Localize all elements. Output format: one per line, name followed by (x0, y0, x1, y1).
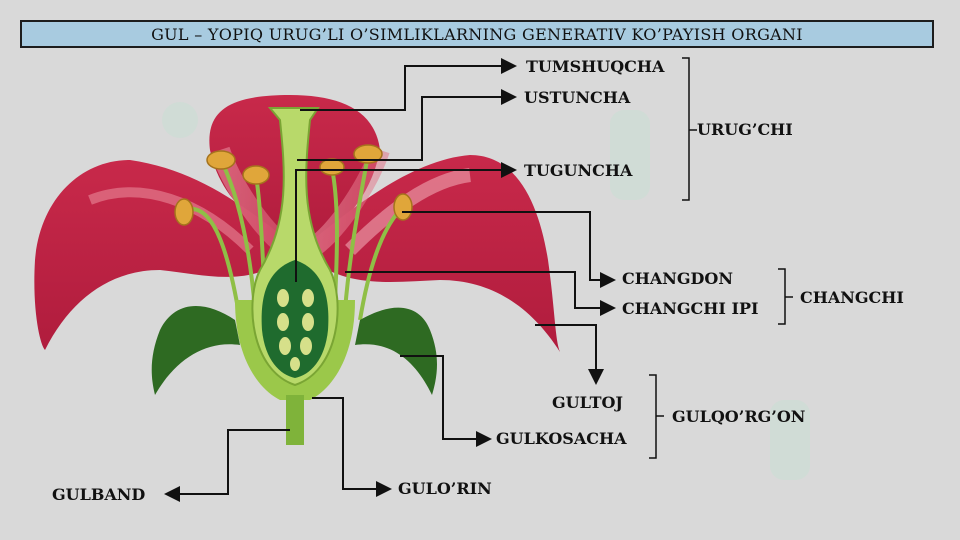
label-gulorin: GULO’RIN (398, 479, 492, 498)
title-bar: GUL – YOPIQ URUG’LI O’SIMLIKLARNING GENE… (20, 20, 934, 48)
label-changdon: CHANGDON (622, 269, 733, 288)
label-tumshuqcha: TUMSHUQCHA (526, 57, 665, 76)
label-gulband: GULBAND (52, 485, 146, 504)
page-title: GUL – YOPIQ URUG’LI O’SIMLIKLARNING GENE… (151, 24, 803, 44)
label-changchi-ipi: CHANGCHI IPI (622, 299, 759, 318)
label-ustuncha: USTUNCHA (524, 88, 631, 107)
leader-lines (164, 58, 616, 502)
label-urugchi: URUG’CHI (697, 120, 793, 139)
label-gulqorgon: GULQO’RG’ON (672, 407, 806, 426)
label-changchi: CHANGCHI (800, 288, 904, 307)
label-tuguncha: TUGUNCHA (524, 161, 633, 180)
sepals (151, 306, 437, 395)
brackets (649, 57, 793, 459)
label-gulkosacha: GULKOSACHA (496, 429, 627, 448)
label-gultoj: GULTOJ (552, 393, 623, 412)
anthers (174, 144, 413, 226)
watermark (162, 102, 810, 480)
